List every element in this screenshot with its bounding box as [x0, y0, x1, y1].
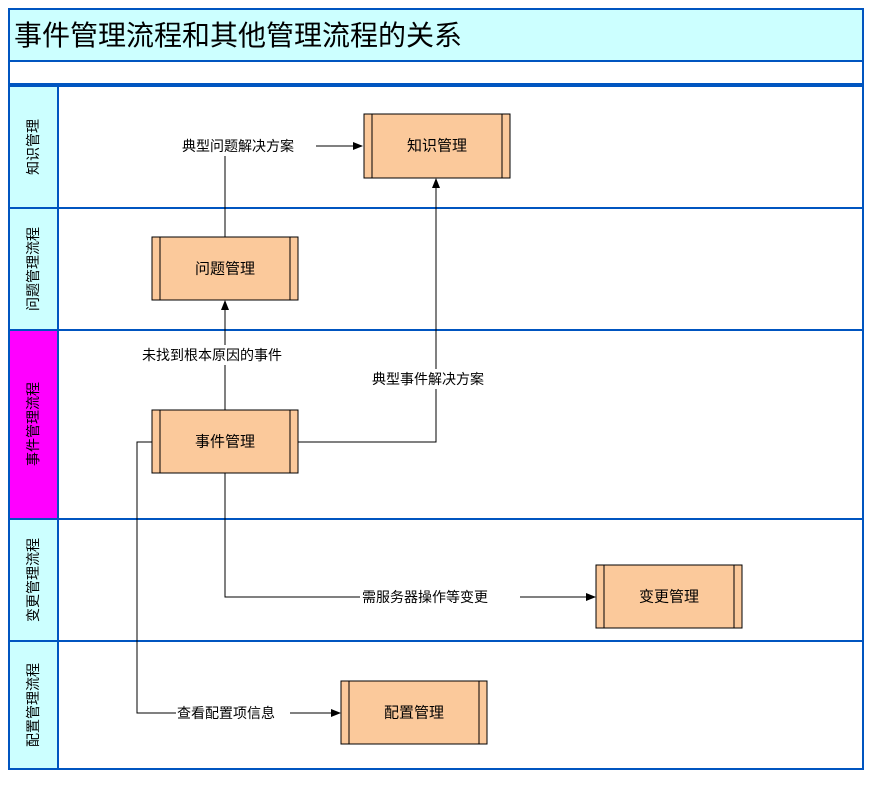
lane-knowledge-label: 知识管理 — [25, 119, 42, 175]
lane-change-label: 变更管理流程 — [26, 538, 42, 622]
edge-label-incident-to-change: 需服务器操作等变更 — [362, 589, 488, 606]
box-config-management-label: 配置管理 — [384, 704, 444, 722]
title-bar — [8, 8, 864, 62]
box-incident-management: 事件管理 — [151, 409, 299, 474]
edge-label-bg-incident-knowledge — [370, 369, 502, 389]
edge-label-bg-incident-problem — [140, 345, 310, 365]
box-incident-management-shape — [151, 409, 299, 474]
box-knowledge-management-label: 知识管理 — [407, 137, 467, 155]
lane-change-label-bg — [8, 518, 59, 642]
box-incident-management-label: 事件管理 — [195, 433, 255, 451]
box-problem-management-label: 问题管理 — [195, 260, 255, 278]
edge-label-bg-incident-config — [176, 703, 290, 723]
box-config-management-shape — [340, 680, 488, 745]
box-config-management: 配置管理 — [340, 680, 488, 745]
edge-label-problem-to-knowledge: 典型问题解决方案 — [182, 138, 294, 155]
edge-labels: 典型问题解决方案 未找到根本原因的事件 典型事件解决方案 需服务器操作等变更 查… — [140, 136, 520, 723]
box-problem-management: 问题管理 — [151, 236, 299, 301]
edge-label-incident-to-config: 查看配置项信息 — [177, 705, 275, 722]
box-knowledge-management: 知识管理 — [363, 113, 511, 179]
lane-problem-label: 问题管理流程 — [26, 227, 42, 311]
edge-incident-to-knowledge — [297, 178, 440, 443]
box-knowledge-management-shape — [363, 113, 511, 179]
lane-incident-label: 事件管理流程 — [26, 382, 42, 466]
lane-config-label: 配置管理流程 — [26, 663, 42, 747]
lane-config-label-bg — [8, 640, 59, 770]
edge-label-bg-problem-knowledge — [178, 136, 316, 156]
subtitle-row — [8, 60, 864, 85]
box-change-management-label: 变更管理 — [639, 588, 699, 606]
box-change-management: 变更管理 — [595, 564, 743, 629]
box-problem-management-shape — [151, 236, 299, 301]
edge-label-bg-incident-change — [360, 587, 520, 607]
box-change-management-shape — [595, 564, 743, 629]
edge-label-incident-to-problem: 未找到根本原因的事件 — [142, 348, 282, 364]
edge-label-incident-to-knowledge: 典型事件解决方案 — [372, 371, 484, 388]
diagram-title: 事件管理流程和其他管理流程的关系 — [14, 19, 462, 52]
